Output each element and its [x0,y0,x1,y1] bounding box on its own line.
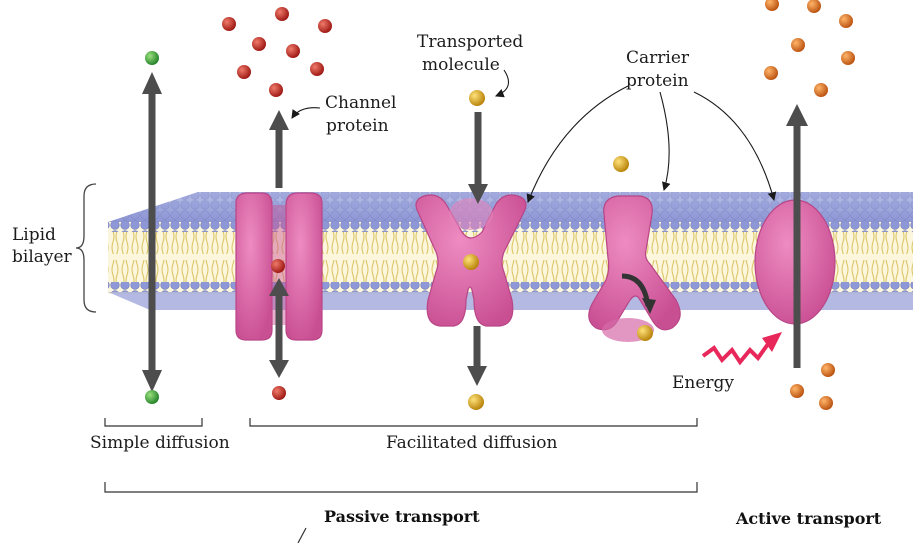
simple-diffusion-label: Simple diffusion [90,433,230,453]
orange-molecule [814,83,828,97]
gold-molecule [469,90,485,106]
red-molecule [252,37,266,51]
channel-protein-leader [291,107,321,119]
orange-molecule [790,384,804,398]
orange-molecule [791,38,805,52]
active-transport-label: Active transport [735,509,882,528]
gold-molecule [463,254,479,270]
lipid-bilayer-label-line1: Lipid [12,225,56,245]
carrier-protein-open-outside [415,90,527,410]
facilitated-diffusion-label: Facilitated diffusion [386,433,557,453]
carrier-protein-open-inside [588,156,681,342]
green-molecule [145,390,159,404]
energy-label: Energy [672,373,734,393]
gold-molecule [613,156,629,172]
channel-protein-right [285,192,323,341]
brackets [104,418,698,543]
red-molecule [269,83,283,97]
energy-arrowhead [762,332,782,352]
channel-protein-group [235,110,323,400]
simple-diffusion-bracket [104,418,203,427]
passive-transport-bracket [104,482,698,493]
carrier-protein-label-line1: Carrier [626,48,690,68]
carrier-arrowhead-in [468,184,488,204]
red-molecule [310,62,324,76]
simple-diffusion-group [142,51,162,404]
energy-squiggle [701,342,770,366]
red-molecule [286,44,300,58]
red-molecule [275,7,289,21]
carrier-protein-label-line2: protein [626,71,689,91]
channel-protein-left [235,192,273,341]
red-molecule [222,17,236,31]
simple-diffusion-arrowhead-up [142,72,162,94]
red-molecule [272,386,286,400]
orange-molecule [819,396,833,410]
inner-heads-row [108,282,913,292]
channel-protein-label-line1: Channel [325,93,397,113]
pump-arrowhead-up [786,104,808,126]
carrier-arrowhead-out [467,366,487,386]
transported-molecule-leader [494,69,510,98]
bilayer-brace [75,183,97,313]
passive-transport-label: Passive transport [324,507,480,526]
channel-protein-label-line2: protein [326,116,389,136]
gold-molecule [468,394,484,410]
facilitated-diffusion-bracket [249,418,698,427]
transported-molecule-label-line2: molecule [422,55,500,75]
leader-lines [291,69,777,204]
channel-arrowhead-down [269,360,289,378]
lipid-bilayer-label-line2: bilayer [12,247,73,267]
red-molecule [271,259,285,273]
orange-molecule [821,363,835,377]
carrier-leader-3 [693,91,777,202]
carrier-release-arrowhead [642,298,656,314]
channel-arrowhead-up-lower [269,278,289,296]
carrier-protein-body [588,195,681,331]
orange-molecule [765,0,779,11]
active-transport-group [701,0,855,410]
orange-molecule [841,51,855,65]
channel-arrowhead-up [269,110,289,130]
red-molecule [237,65,251,79]
green-molecule [145,51,159,65]
carrier-leader-1 [526,85,629,204]
orange-molecule [807,0,821,13]
cursor-stroke [297,527,307,543]
transported-molecule-label-line1: Transported [417,32,523,52]
gold-molecule [637,325,653,341]
simple-diffusion-arrowhead-down [142,370,162,392]
red-molecule-cluster [222,7,332,97]
carrier-leader-2 [659,91,671,192]
carrier-cavity [449,198,493,230]
orange-molecule [839,14,853,28]
red-molecule [318,19,332,33]
orange-molecule [764,66,778,80]
